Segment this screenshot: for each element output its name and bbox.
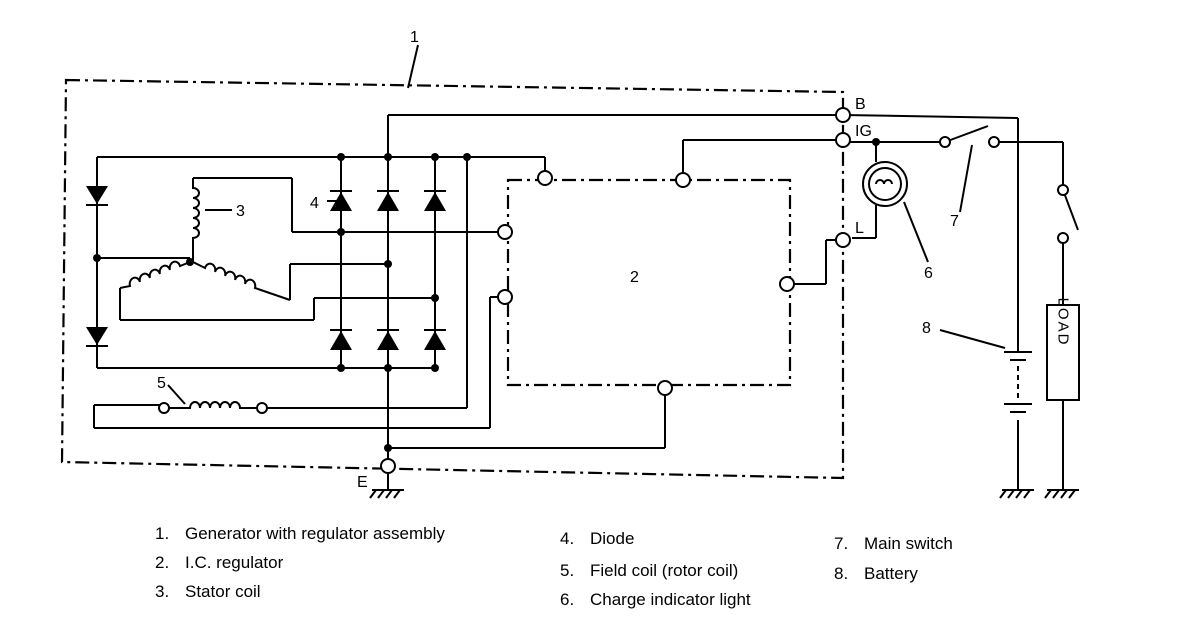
legend-item: 5.Field coil (rotor coil): [560, 561, 739, 580]
diode-symbol: [377, 329, 399, 350]
legend-item: 8.Battery: [834, 564, 918, 583]
wiring: [93, 114, 1079, 490]
field-coil: [158, 401, 268, 414]
charge-indicator-lamp: [862, 161, 908, 207]
diode-symbol: [86, 186, 108, 206]
callout-leaders: [167, 44, 1006, 405]
diodes: [86, 186, 446, 350]
legend-item: 4.Diode: [560, 529, 635, 548]
callout-1: 1: [410, 29, 419, 46]
callout-5: 5: [157, 375, 166, 392]
ic-regulator-outline: [506, 178, 792, 387]
ground-symbols: [369, 489, 1079, 499]
diode-symbol: [424, 329, 446, 350]
stator-coil: [119, 178, 291, 301]
diode-symbol: [86, 327, 108, 347]
legend-item: 3.Stator coil: [155, 582, 261, 601]
callout-8: 8: [922, 320, 931, 337]
load-label: LOAD: [1055, 298, 1072, 347]
callout-4: 4: [310, 195, 319, 212]
generator-assembly-outline: [60, 78, 845, 480]
diode-symbol: [424, 190, 446, 211]
diode-symbol: [330, 329, 352, 350]
callout-2: 2: [630, 269, 639, 286]
callout-7: 7: [950, 213, 959, 230]
terminal-ig-label: IG: [855, 123, 872, 140]
legend-item: 2.I.C. regulator: [155, 553, 284, 572]
terminal-l-label: L: [855, 220, 864, 237]
callout-3: 3: [236, 203, 245, 220]
terminal-e-label: E: [357, 474, 368, 491]
legend-item: 6.Charge indicator light: [560, 590, 751, 609]
legend-item: 1.Generator with regulator assembly: [155, 524, 445, 543]
callout-6: 6: [924, 265, 933, 282]
diode-symbol: [330, 190, 352, 211]
legend-item: 7.Main switch: [834, 534, 953, 553]
diode-symbol: [377, 190, 399, 211]
load-box: [1046, 304, 1080, 401]
terminals: [380, 107, 1069, 474]
battery-symbol: [1004, 351, 1032, 413]
junction-dots: [93, 138, 880, 452]
terminal-b-label: B: [855, 96, 866, 113]
